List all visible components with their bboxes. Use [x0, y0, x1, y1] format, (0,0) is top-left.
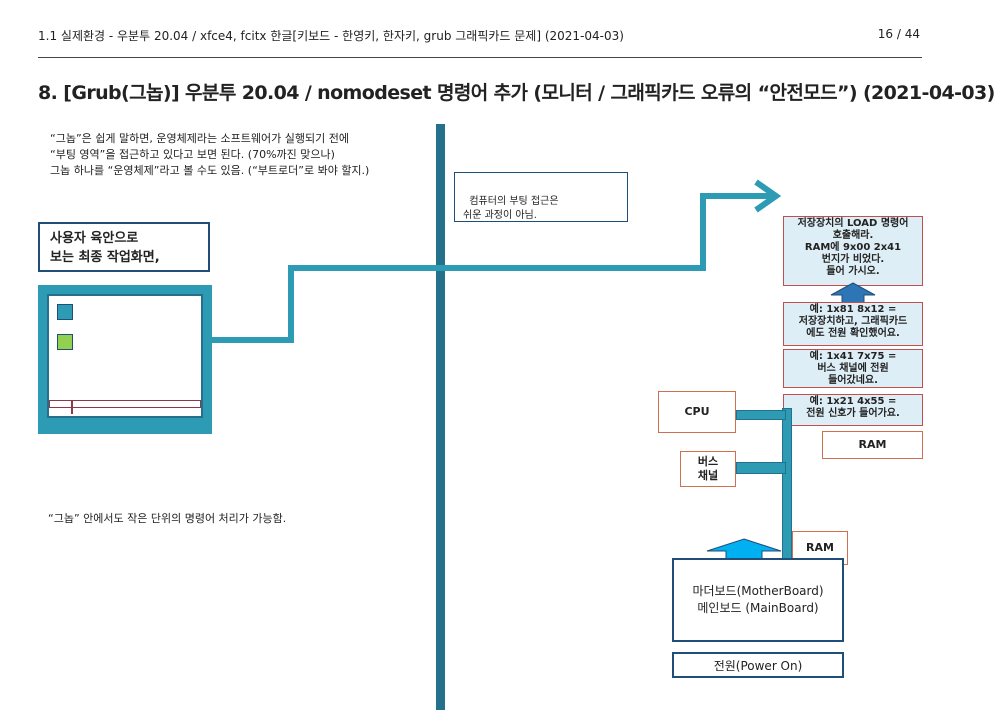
bus-connector — [736, 462, 786, 474]
taskbar-divider — [71, 400, 73, 414]
step1-box: 예: 1x21 4x55 = 전원 신호가 들어가요. — [783, 394, 923, 426]
mainboard-label: 메인보드 (MainBoard) — [697, 601, 819, 615]
desktop-icon-green — [57, 334, 73, 350]
final-screen-label-box: 사용자 육안으로 보는 최종 작업화면, — [38, 222, 210, 272]
intro-text: “그놉”은 쉽게 말하면, 운영체제라는 소프트웨어가 실행되기 전에 “부팅 … — [50, 132, 370, 177]
final-screen-label: 사용자 육안으로 보는 최종 작업화면, — [50, 231, 160, 265]
page-number: 16 / 44 — [877, 27, 920, 41]
cpu-connector — [736, 410, 786, 420]
bottom-note: “그놉” 안에서도 작은 단위의 명령어 처리가 가능함. — [48, 512, 287, 525]
cpu-box: CPU — [658, 391, 736, 433]
breadcrumb: 1.1 실제환경 - 우분투 20.04 / xfce4, fcitx 한글[키… — [38, 29, 624, 43]
taskbar — [49, 400, 201, 408]
load-call-box: 저장장치의 LOAD 명령어 호출해라. RAM에 9x00 2x41 번지가 … — [783, 216, 923, 286]
ram-upper-box: RAM — [822, 431, 923, 459]
arrow-head-icon — [754, 179, 782, 213]
step3-box: 예: 1x81 8x12 = 저장장치하고, 그래픽카드 에도 전원 확인했어요… — [783, 302, 923, 346]
header-divider — [38, 57, 922, 58]
page-title: 8. [Grub(그놉)] 우분투 20.04 / nomodeset 명령어 … — [38, 82, 995, 104]
connector-arrow — [208, 179, 782, 343]
bus-channel-box: 버스 채널 — [680, 451, 736, 487]
connector-line — [208, 193, 774, 343]
up-arrow-icon — [830, 282, 876, 304]
boot-note-box: 컴퓨터의 부팅 접근은 쉬운 과정이 아님. — [454, 172, 628, 222]
power-box: 전원(Power On) — [672, 652, 844, 678]
motherboard-box: 마더보드(MotherBoard) 메인보드 (MainBoard) — [672, 558, 844, 642]
desktop-icon-teal — [57, 304, 73, 320]
motherboard-up-arrow-icon — [706, 538, 782, 560]
boot-note-text: 컴퓨터의 부팅 접근은 쉬운 과정이 아님. — [463, 196, 559, 221]
bus-vertical-line — [782, 408, 792, 576]
screen-window-inner — [47, 294, 203, 418]
screen-window-icon — [38, 285, 212, 434]
motherboard-label: 마더보드(MotherBoard) — [692, 584, 824, 598]
central-divider — [436, 124, 445, 710]
step2-box: 예: 1x41 7x75 = 버스 채널에 전원 들어갔네요. — [783, 349, 923, 388]
